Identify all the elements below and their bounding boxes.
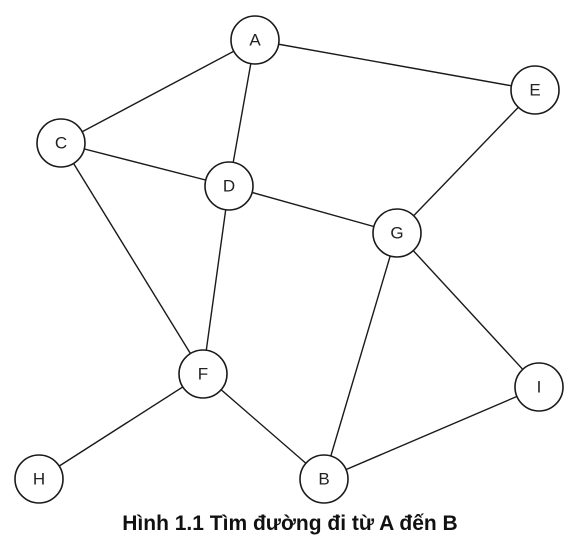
node-label-f: F	[198, 365, 208, 384]
node-circle-i	[514, 362, 564, 412]
edge-g-i	[396, 232, 540, 388]
node-circle-e	[510, 65, 560, 115]
node-circle-a	[230, 15, 280, 65]
node-label-h: H	[33, 470, 45, 489]
edge-c-f	[60, 142, 204, 375]
node-label-e: E	[529, 81, 540, 100]
edge-a-c	[60, 39, 256, 144]
node-circle-c	[36, 118, 86, 168]
node-circle-b	[299, 454, 349, 504]
node-g: G	[372, 208, 422, 258]
edge-a-e	[254, 39, 536, 91]
node-circle-f	[178, 349, 228, 399]
edge-e-g	[396, 89, 536, 234]
node-i: I	[514, 362, 564, 412]
nodes-layer: A E C D G F I H B	[14, 15, 564, 504]
node-label-i: I	[537, 378, 542, 397]
node-label-b: B	[318, 470, 329, 489]
node-circle-h	[14, 454, 64, 504]
node-e: E	[510, 65, 560, 115]
node-c: C	[36, 118, 86, 168]
node-f: F	[178, 349, 228, 399]
edge-f-h	[38, 373, 204, 480]
node-d: D	[204, 161, 254, 211]
edges-layer	[38, 39, 540, 480]
edge-d-g	[228, 185, 398, 234]
edge-f-b	[202, 373, 325, 480]
node-label-a: A	[249, 31, 261, 50]
edge-d-f	[202, 185, 230, 375]
node-label-g: G	[390, 224, 403, 243]
node-h: H	[14, 454, 64, 504]
node-a: A	[230, 15, 280, 65]
edge-b-i	[323, 386, 540, 480]
node-circle-d	[204, 161, 254, 211]
node-label-c: C	[55, 134, 67, 153]
figure-caption: Hình 1.1 Tìm đường đi từ A đến B	[122, 512, 458, 535]
edge-g-b	[323, 232, 398, 480]
node-circle-g	[372, 208, 422, 258]
node-label-d: D	[223, 177, 235, 196]
node-b: B	[299, 454, 349, 504]
edge-c-d	[60, 142, 230, 187]
